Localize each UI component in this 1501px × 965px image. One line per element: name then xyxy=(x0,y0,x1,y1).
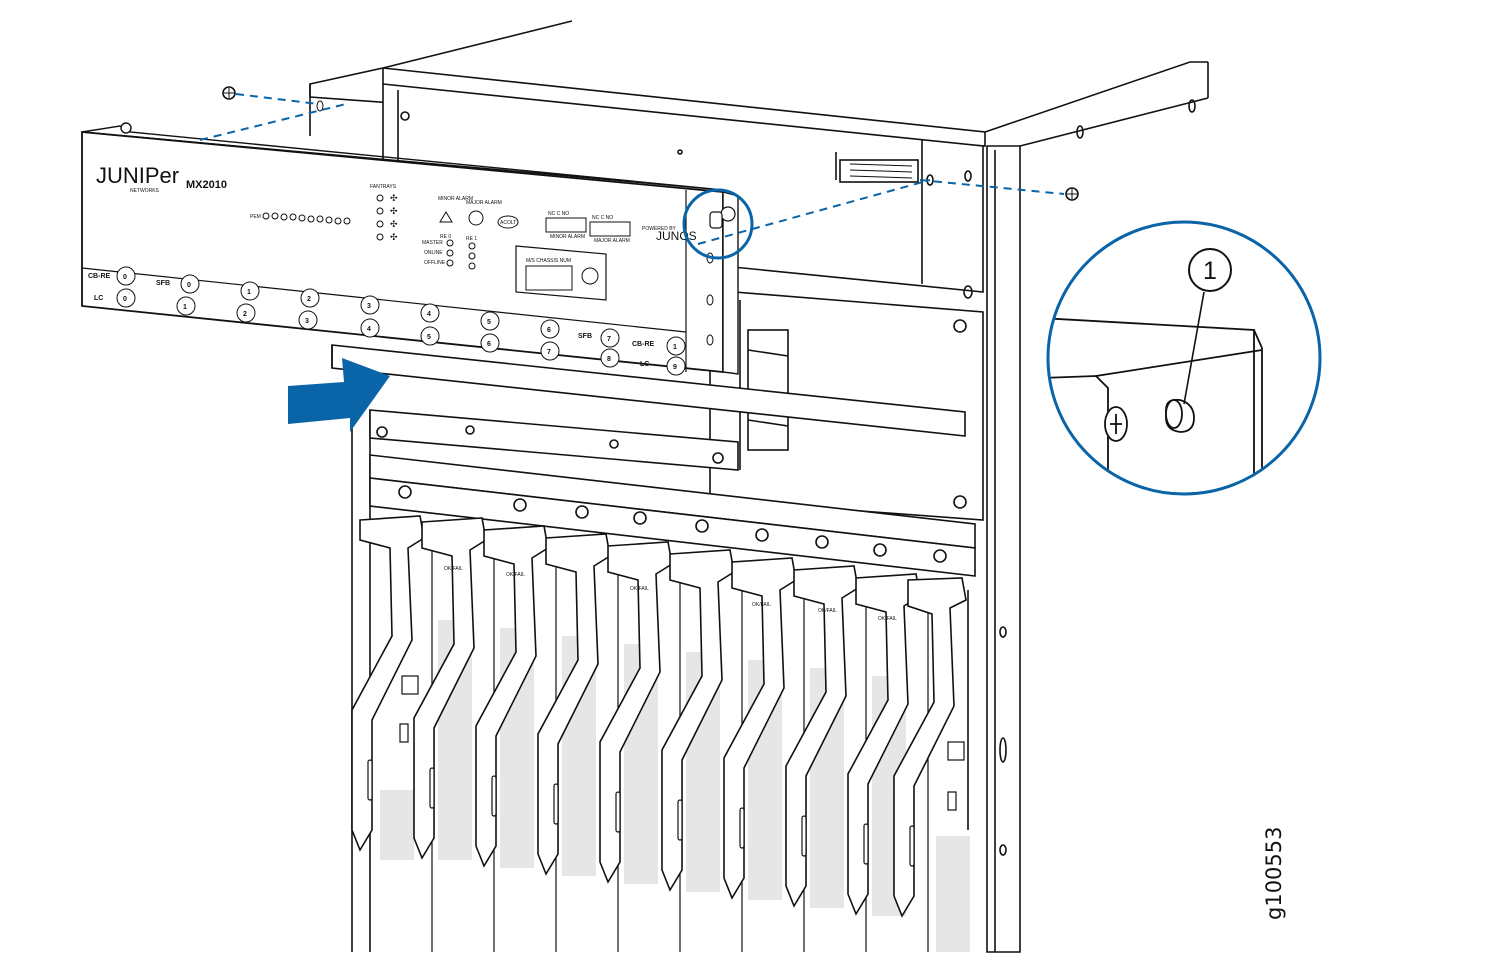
status-online: ONLINE xyxy=(424,250,443,256)
lc-5-number: 5 xyxy=(427,334,431,341)
lc-9-number: 9 xyxy=(673,364,677,371)
guide-pin-highlight xyxy=(682,188,754,260)
sfb-3-number: 3 xyxy=(367,303,371,310)
figure-id: g100553 xyxy=(1262,826,1286,921)
major-alarm-label: MAJOR ALARM xyxy=(466,200,502,206)
sfb-5-number: 5 xyxy=(487,319,491,326)
minor-relay-label: MINOR ALARM xyxy=(550,234,585,240)
pem-label: PEM xyxy=(250,214,261,220)
sfb-6-number: 6 xyxy=(547,327,551,334)
card-ok-fail-label: OK/FAIL xyxy=(506,572,525,578)
re1-label: RE 1 xyxy=(466,236,477,242)
sfb-2-number: 2 xyxy=(307,296,311,303)
right-mounting-screw xyxy=(1065,187,1079,201)
sfb-label-left: SFB xyxy=(156,280,170,287)
sfb-0-number: 0 xyxy=(187,282,191,289)
lc-label-left: LC xyxy=(94,295,103,302)
juniper-networks-sublabel: NETWORKS xyxy=(130,188,160,194)
card-ok-fail-label: OK/FAIL xyxy=(878,616,897,622)
cbre-1-number: 1 xyxy=(673,344,677,351)
svg-text:✣: ✣ xyxy=(390,232,398,242)
callout-bubble xyxy=(1188,248,1232,292)
cbre-label-left: CB-RE xyxy=(88,273,110,280)
cbre-label-right: CB-RE xyxy=(632,341,654,348)
junos-logo: JUNOS xyxy=(656,229,697,243)
lc-buttons xyxy=(116,288,686,376)
alignment-guides xyxy=(199,93,1065,245)
status-master: MASTER xyxy=(422,240,443,246)
chassis-num-label: M/S CHASSIS NUM xyxy=(526,258,571,264)
card-ok-fail-label: OK/FAIL xyxy=(630,586,649,592)
insertion-arrow xyxy=(288,358,390,432)
sfb-7-number: 7 xyxy=(607,336,611,343)
lc-1-number: 1 xyxy=(183,304,187,311)
left-mounting-screw xyxy=(222,86,236,100)
card-ok-fail-label: OK/FAIL xyxy=(444,566,463,572)
craft-interface-panel: JUNIPer NETWORKS MX2010 PEM FANTRAYS ✣✣ … xyxy=(81,122,739,376)
card-ok-fail-label: OK/FAIL xyxy=(818,608,837,614)
minor-relay-contacts: NC C NO xyxy=(548,211,569,217)
lc-6-number: 6 xyxy=(487,341,491,348)
re0-label: RE 0 xyxy=(440,234,451,240)
model-label: MX2010 xyxy=(186,179,227,191)
lc-7-number: 7 xyxy=(547,349,551,356)
major-relay-contacts: NC C NO xyxy=(592,215,613,221)
svg-text:✣: ✣ xyxy=(390,219,398,229)
juniper-logo: JUNIPer xyxy=(96,163,179,188)
sfb-1-number: 1 xyxy=(247,289,251,296)
svg-text:✣: ✣ xyxy=(390,193,398,203)
powered-by-label: POWERED BY xyxy=(642,226,677,232)
status-offline: OFFLINE xyxy=(424,260,446,266)
lc-3-number: 3 xyxy=(305,318,309,325)
card-ok-fail-label: OK/FAIL xyxy=(752,602,771,608)
lc-2-number: 2 xyxy=(243,311,247,318)
lc-8-number: 8 xyxy=(607,356,611,363)
fan-trays-label: FANTRAYS xyxy=(370,184,397,190)
major-relay-label: MAJOR ALARM xyxy=(594,238,630,244)
minor-alarm-label: MINOR ALARM xyxy=(438,196,473,202)
lc-label-right: LC xyxy=(640,361,649,368)
lc-0-number: 0 xyxy=(123,296,127,303)
callout-number: 1 xyxy=(1203,257,1217,285)
cbre-0-number: 0 xyxy=(123,274,127,281)
sfb-buttons xyxy=(116,266,620,348)
acolt-label: ACOLT xyxy=(500,220,516,226)
lc-4-number: 4 xyxy=(367,326,371,333)
sfb-label-right: SFB xyxy=(578,333,592,340)
svg-text:✣: ✣ xyxy=(390,206,398,216)
sfb-4-number: 4 xyxy=(427,311,431,318)
ok-fail-labels: OK/FAIL OK/FAIL OK/FAIL OK/FAIL OK/FAIL … xyxy=(444,566,897,622)
zoom-detail: 1 xyxy=(1046,220,1322,496)
